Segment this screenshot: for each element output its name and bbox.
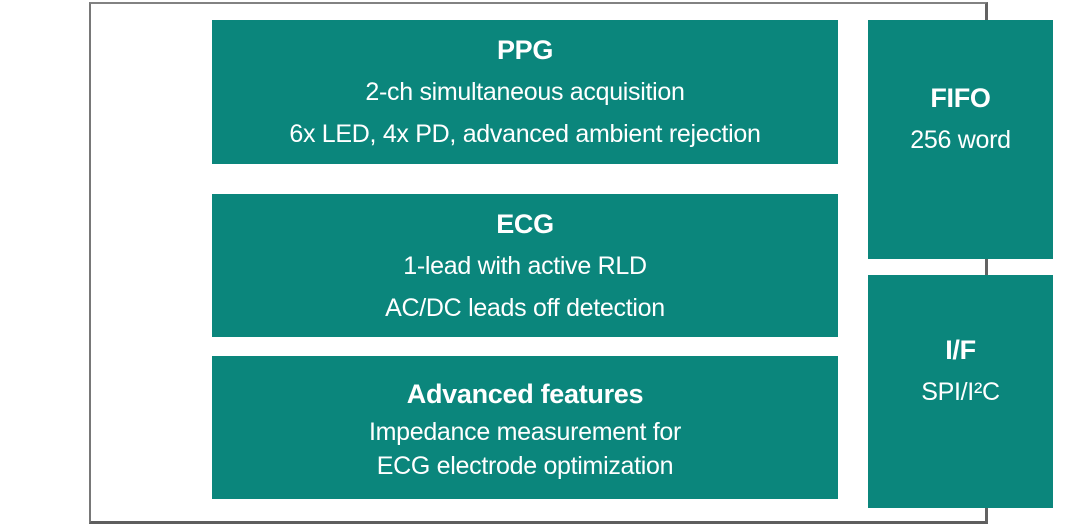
block-title: PPG — [496, 35, 554, 65]
block-ecg: ECG 1-lead with active RLD AC/DC leads o… — [212, 194, 838, 337]
outer-frame: PPG 2-ch simultaneous acquisition 6x LED… — [89, 2, 1053, 524]
block-title: Advanced features — [406, 378, 644, 409]
block-title: I/F — [945, 334, 976, 365]
block-advanced-features: Advanced features Impedance measurement … — [212, 356, 838, 499]
block-line: 6x LED, 4x PD, advanced ambient rejectio… — [289, 120, 761, 148]
block-line: SPI/I²C — [921, 377, 1000, 406]
block-line: 1-lead with active RLD — [403, 251, 647, 280]
block-ppg: PPG 2-ch simultaneous acquisition 6x LED… — [212, 20, 838, 164]
block-line: AC/DC leads off detection — [385, 293, 665, 322]
block-interface: I/F SPI/I²C — [868, 275, 1053, 508]
block-fifo: FIFO 256 word — [868, 20, 1053, 259]
block-title: ECG — [496, 208, 554, 239]
block-line: 2-ch simultaneous acquisition — [365, 78, 685, 106]
block-title: FIFO — [930, 82, 991, 113]
block-line: 256 word — [910, 125, 1011, 154]
block-line: Impedance measurement for ECG electrode … — [368, 417, 682, 480]
